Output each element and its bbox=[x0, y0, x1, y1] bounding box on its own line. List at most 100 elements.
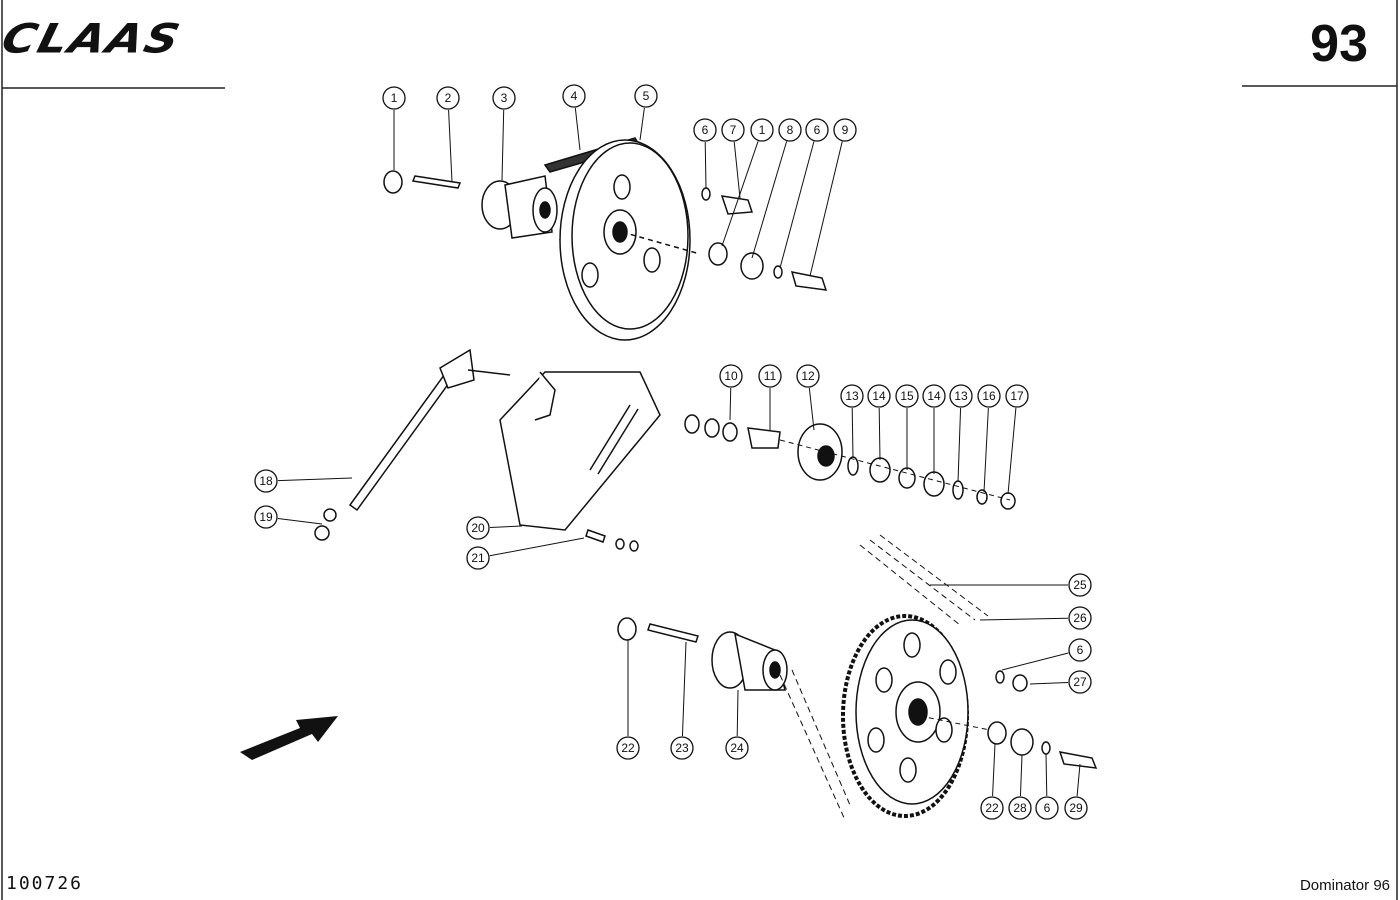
callout-circle bbox=[758, 364, 782, 388]
callout-leader-line bbox=[1045, 753, 1048, 797]
callout-22: 22 bbox=[980, 796, 1004, 820]
bolt-part-2 bbox=[790, 271, 828, 291]
callout-circle bbox=[693, 118, 717, 142]
callout-leader-line bbox=[448, 109, 453, 183]
callout-12: 12 bbox=[796, 364, 820, 388]
callout-leader-line bbox=[1029, 681, 1069, 685]
callout-number: 19 bbox=[259, 510, 273, 524]
callout-29: 29 bbox=[1064, 796, 1088, 820]
pulley-assembly bbox=[383, 137, 828, 341]
shim-part bbox=[684, 414, 700, 434]
callout-number: 4 bbox=[571, 89, 578, 103]
bushing-part-3 bbox=[617, 617, 637, 641]
callout-number: 12 bbox=[801, 369, 815, 383]
callout-leader-line bbox=[979, 617, 1069, 621]
callout-circle bbox=[1068, 638, 1092, 662]
callout-6: 6 bbox=[1068, 638, 1092, 662]
callout-circle bbox=[719, 364, 743, 388]
callout-circle bbox=[805, 118, 829, 142]
callout-leader-line bbox=[851, 407, 854, 459]
callout-circle bbox=[1068, 573, 1092, 597]
callout-number: 17 bbox=[1010, 389, 1024, 403]
callout-number: 6 bbox=[702, 123, 709, 137]
callout-22: 22 bbox=[616, 736, 640, 760]
key-part bbox=[411, 175, 462, 189]
callout-number: 6 bbox=[814, 123, 821, 137]
callout-17: 17 bbox=[1005, 384, 1029, 408]
callout-circle bbox=[634, 84, 658, 108]
callout-23: 23 bbox=[670, 736, 694, 760]
callout-circle bbox=[721, 118, 745, 142]
washer-part-4 bbox=[995, 670, 1005, 684]
callout-7: 7 bbox=[721, 118, 745, 142]
callout-8: 8 bbox=[778, 118, 802, 142]
large-sprocket-assembly bbox=[617, 534, 1098, 821]
callout-circle bbox=[670, 736, 694, 760]
callout-6: 6 bbox=[693, 118, 717, 142]
callout-number: 1 bbox=[391, 91, 398, 105]
callout-number: 29 bbox=[1069, 801, 1083, 815]
callout-circle bbox=[1008, 796, 1032, 820]
callout-3: 3 bbox=[492, 86, 516, 110]
callout-circle bbox=[867, 384, 891, 408]
callout-number: 18 bbox=[259, 474, 273, 488]
callout-2: 2 bbox=[436, 86, 460, 110]
callout-6: 6 bbox=[805, 118, 829, 142]
callout-leader-line bbox=[1007, 407, 1017, 495]
callout-number: 16 bbox=[982, 389, 996, 403]
callout-14: 14 bbox=[922, 384, 946, 408]
callout-number: 27 bbox=[1073, 675, 1087, 689]
key-part-2 bbox=[647, 623, 699, 643]
callout-14: 14 bbox=[867, 384, 891, 408]
nut-part-4 bbox=[1012, 674, 1028, 692]
washer-part bbox=[701, 187, 711, 201]
callout-leader-line bbox=[489, 525, 523, 528]
bolt-part-3 bbox=[1058, 751, 1098, 769]
callout-circle bbox=[562, 84, 586, 108]
bearing-part bbox=[708, 242, 728, 266]
bracket-part bbox=[499, 371, 661, 531]
bearing-part-3 bbox=[987, 721, 1007, 745]
bushing-part bbox=[383, 170, 403, 194]
callout-circle bbox=[466, 546, 490, 570]
callout-13: 13 bbox=[840, 384, 864, 408]
callout-1: 1 bbox=[382, 86, 406, 110]
callout-number: 28 bbox=[1013, 801, 1027, 815]
callout-number: 10 bbox=[724, 369, 738, 383]
callout-number: 14 bbox=[872, 389, 886, 403]
callout-leader-line bbox=[574, 107, 581, 151]
callout-number: 13 bbox=[845, 389, 859, 403]
callout-leader-line bbox=[808, 387, 815, 431]
callout-24: 24 bbox=[725, 736, 749, 760]
callout-15: 15 bbox=[895, 384, 919, 408]
callout-leader-line bbox=[736, 689, 739, 737]
callout-leader-line bbox=[721, 141, 759, 247]
callout-leader-line bbox=[639, 107, 645, 141]
flange-hub-part bbox=[711, 631, 788, 691]
callout-circle bbox=[922, 384, 946, 408]
callout-leader-line bbox=[277, 517, 323, 525]
callout-number: 7 bbox=[730, 123, 737, 137]
callout-circle bbox=[833, 118, 857, 142]
callout-circle bbox=[254, 505, 278, 529]
callout-leader-line bbox=[1019, 754, 1023, 797]
callout-circle bbox=[1064, 796, 1088, 820]
callout-16: 16 bbox=[977, 384, 1001, 408]
callout-circle bbox=[895, 384, 919, 408]
callout-leader-line bbox=[983, 407, 989, 493]
callout-circle bbox=[840, 384, 864, 408]
spacer-ring-part bbox=[898, 467, 916, 489]
callout-leader-line bbox=[992, 743, 996, 797]
page-number: 93 bbox=[1310, 15, 1368, 73]
callout-circle bbox=[796, 364, 820, 388]
callout-circle bbox=[1035, 796, 1059, 820]
callout-number: 5 bbox=[643, 89, 650, 103]
callout-circle bbox=[725, 736, 749, 760]
bracket-bolt-part bbox=[585, 529, 606, 543]
callout-leader-line bbox=[729, 387, 732, 421]
callout-number: 24 bbox=[730, 741, 744, 755]
callout-25: 25 bbox=[1068, 573, 1092, 597]
